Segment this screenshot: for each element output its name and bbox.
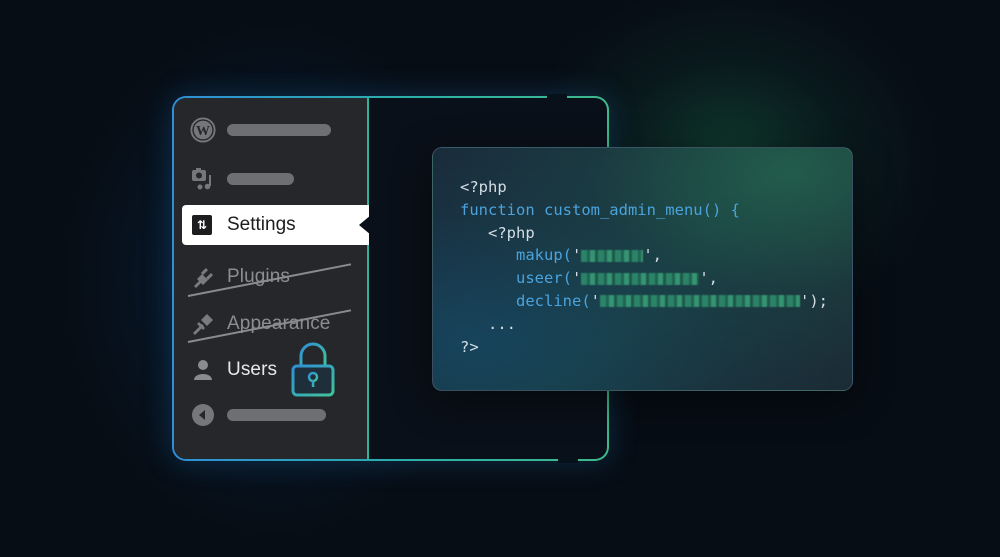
- code-line: ...: [460, 314, 516, 333]
- sidebar-item-dashboard[interactable]: W: [174, 110, 369, 150]
- sidebar-item-collapse[interactable]: [174, 395, 369, 435]
- settings-sliders-icon: ⇅: [192, 215, 212, 235]
- active-item-notch: [359, 215, 371, 235]
- placeholder-bar: [227, 173, 294, 185]
- code-line: makup(: [460, 246, 572, 265]
- admin-sidebar: W ⇅ Settings: [174, 98, 371, 459]
- sidebar-item-label: Plugins: [227, 266, 291, 287]
- sidebar-item-users[interactable]: Users: [174, 350, 369, 390]
- code-line: <?php: [460, 223, 535, 242]
- blurred-argument: [600, 295, 800, 308]
- sidebar-item-media[interactable]: [174, 159, 369, 199]
- collapse-arrow-icon: [190, 402, 216, 428]
- sidebar-item-settings[interactable]: [182, 205, 369, 245]
- sidebar-item-label: Users: [227, 359, 278, 380]
- php-code-block: <?php function custom_admin_menu() { <?p…: [460, 178, 828, 356]
- sidebar-item-label: Settings: [227, 214, 296, 235]
- code-line: <?php: [460, 178, 507, 196]
- wordpress-logo-icon: W: [190, 117, 216, 143]
- lock-icon: [290, 342, 336, 398]
- code-line: function custom_admin_menu() {: [460, 200, 740, 219]
- blurred-argument: [581, 249, 644, 262]
- code-line: ?>: [460, 337, 479, 356]
- media-icon: [190, 166, 216, 192]
- placeholder-bar: [227, 409, 326, 421]
- code-line: decline(: [460, 291, 591, 310]
- placeholder-bar: [227, 124, 331, 136]
- sidebar-item-plugins[interactable]: Plugins: [174, 257, 369, 297]
- code-snippet-card: <?php function custom_admin_menu() { <?p…: [432, 147, 853, 391]
- user-icon: [190, 357, 216, 383]
- plugin-icon: [190, 264, 216, 290]
- frame-gap-top: [547, 94, 567, 100]
- appearance-brush-icon: [190, 311, 216, 337]
- frame-gap-bottom: [558, 457, 578, 463]
- code-line: useer(: [460, 269, 572, 288]
- svg-text:W: W: [196, 124, 210, 139]
- blurred-argument: [581, 272, 700, 285]
